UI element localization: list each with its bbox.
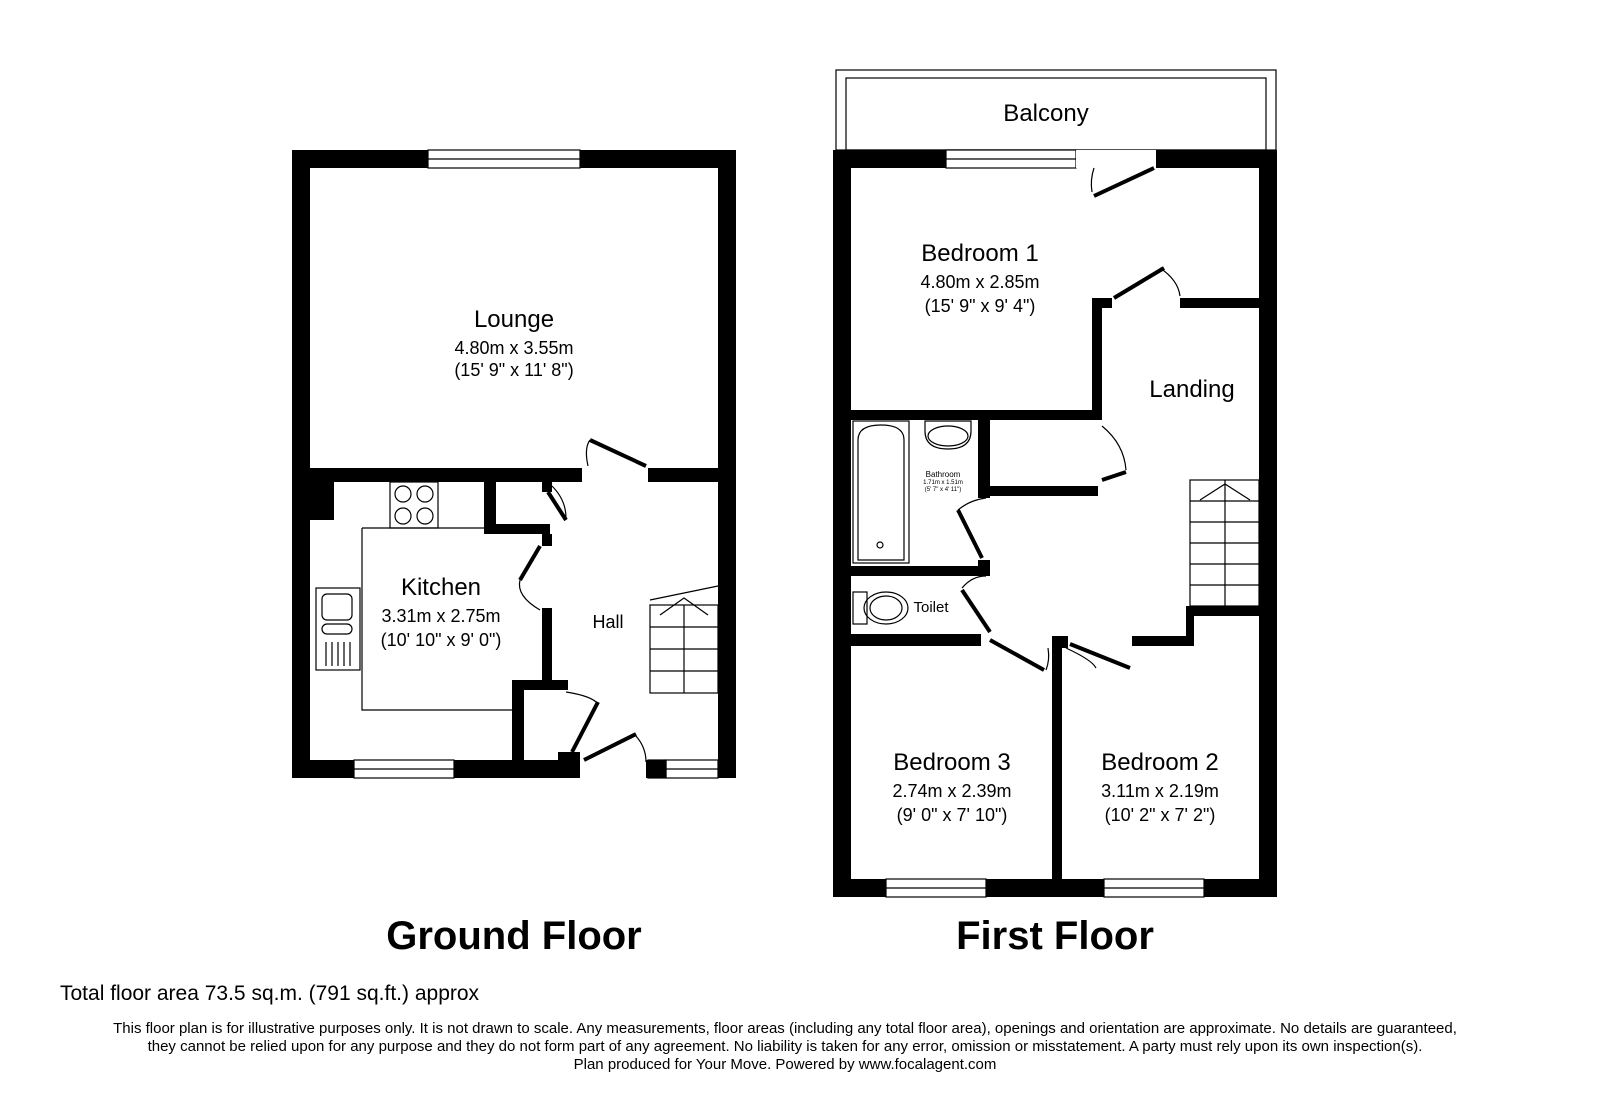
room-label-bedroom-1: Bedroom 1 [921,240,1039,267]
first-floor-title: First Floor [956,914,1154,958]
room-label-landing: Landing [1149,376,1235,403]
room-label-kitchen: Kitchen [400,574,482,601]
disclaimer-line: they cannot be relied upon for any purpo… [147,1038,1423,1055]
room-dimensions-imperial-bedroom-3: (9' 0" x 7' 10") [896,805,1008,825]
room-label-toilet: Toilet [913,599,949,616]
room-dimensions-bedroom-2: 3.11m x 2.19m [1101,781,1219,801]
total-floor-area: Total floor area 73.5 sq.m. (791 sq.ft.)… [60,982,480,1005]
disclaimer-credit: Plan produced for Your Move. Powered by … [573,1056,997,1073]
room-dimensions-bedroom-1: 4.80m x 2.85m [920,272,1040,292]
ground-floor-door-leaves [518,438,647,762]
first-floor-door-leaves [956,166,1166,672]
disclaimer: This floor plan is for illustrative purp… [0,1020,1570,1074]
room-label-balcony: Balcony [1003,100,1089,127]
room-dimensions-bathroom: 1.71m x 1.51m [923,480,963,486]
room-label-bathroom: Bathroom [925,470,961,479]
room-dimensions-imperial-bathroom: (5' 7" x 4' 11") [924,487,962,493]
room-dimensions-lounge: 4.80m x 3.55m [454,338,574,358]
first-floor-fixtures [852,167,1260,671]
ground-floor-plan [292,150,736,778]
room-label-bedroom-2: Bedroom 2 [1101,749,1219,776]
room-label-lounge: Lounge [473,306,555,333]
room-dimensions-kitchen: 3.31m x 2.75m [381,606,501,626]
ground-floor-windows-doors [353,149,719,779]
room-label-bedroom-3: Bedroom 3 [893,749,1011,776]
room-dimensions-imperial-bedroom-1: (15' 9" x 9' 4") [924,296,1036,316]
disclaimer-line: This floor plan is for illustrative purp… [113,1020,1457,1037]
room-dimensions-imperial-kitchen: (10' 10" x 9' 0") [380,630,502,650]
room-dimensions-imperial-lounge: (15' 9" x 11' 8") [454,360,574,380]
room-dimensions-imperial-bedroom-2: (10' 2" x 7' 2") [1104,805,1216,825]
room-dimensions-bedroom-3: 2.74m x 2.39m [892,781,1012,801]
room-label-hall: Hall [592,612,624,632]
ground-floor-title: Ground Floor [386,914,642,958]
first-floor-windows-doors [885,149,1205,898]
